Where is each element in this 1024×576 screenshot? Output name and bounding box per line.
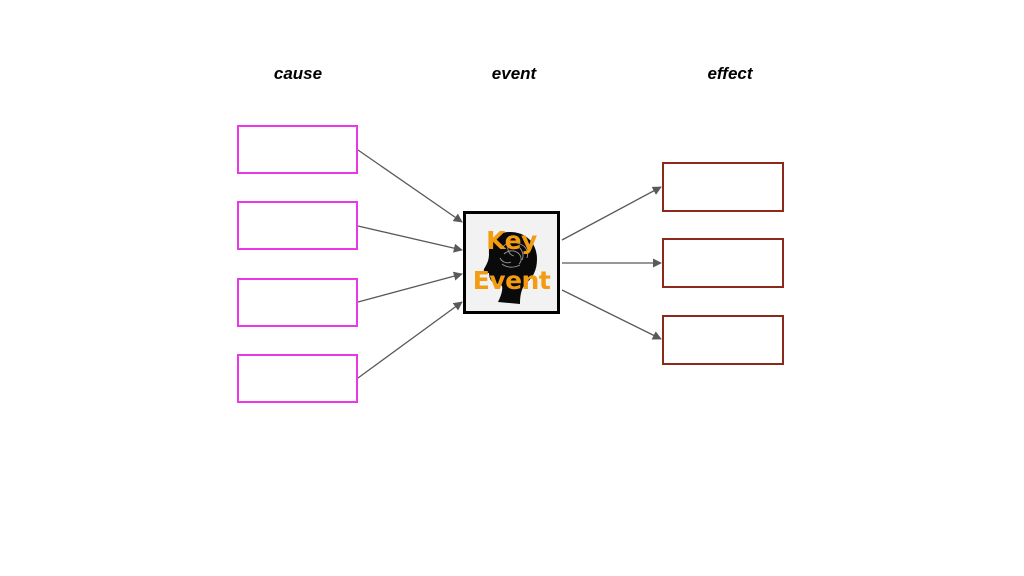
cause-box-1 xyxy=(237,125,358,174)
key-event-box: Key Event xyxy=(463,211,560,314)
cause-arrow-1 xyxy=(357,149,463,223)
effect-arrow-3 xyxy=(561,289,662,340)
effect-arrow-1 xyxy=(561,186,662,241)
effect-box-3 xyxy=(662,315,784,365)
cause-box-2 xyxy=(237,201,358,250)
effect-header: effect xyxy=(707,64,753,83)
event-header: event xyxy=(491,64,537,83)
head-silhouette-brain-icon xyxy=(483,232,537,304)
cause-box-3 xyxy=(237,278,358,327)
cause-arrow-2 xyxy=(357,225,463,253)
effect-box-2 xyxy=(662,238,784,288)
key-event-label-line2: Event xyxy=(472,266,551,295)
cause-arrow-4 xyxy=(357,301,463,379)
key-event-label-line1: Key xyxy=(486,226,537,255)
cause-arrow-3 xyxy=(357,271,463,303)
cause-box-4 xyxy=(237,354,358,403)
effect-box-1 xyxy=(662,162,784,212)
cause-header: cause xyxy=(273,64,323,83)
